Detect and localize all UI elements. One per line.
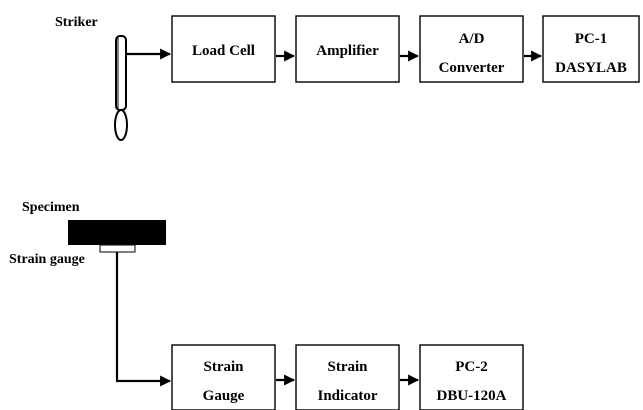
pc1-box: PC-1 DASYLAB bbox=[542, 15, 640, 83]
strain-gauge-patch bbox=[99, 244, 136, 253]
pc2-text-line2: DBU-120A bbox=[437, 388, 507, 404]
strain-indicator-text-line1: Strain bbox=[327, 359, 368, 375]
ad-converter-text-line2: Converter bbox=[439, 60, 505, 76]
strain-indicator-box: Strain Indicator bbox=[295, 344, 400, 410]
pc2-text-line1: PC-2 bbox=[455, 359, 488, 375]
strain-indicator-text-line2: Indicator bbox=[318, 388, 378, 404]
strain-gauge-label: Strain gauge bbox=[9, 252, 85, 267]
strain-gauge-box-text-line2: Gauge bbox=[203, 388, 245, 404]
pc2-box: PC-2 DBU-120A bbox=[419, 344, 524, 410]
specimen-bar bbox=[68, 220, 166, 245]
striker-icon bbox=[114, 35, 128, 141]
specimen-label: Specimen bbox=[22, 200, 80, 215]
pc1-text-line1: PC-1 bbox=[575, 31, 608, 47]
ad-converter-text-line1: A/D bbox=[459, 31, 485, 47]
strain-gauge-box: Strain Gauge bbox=[171, 344, 276, 410]
strain-gauge-box-text-line1: Strain bbox=[203, 359, 244, 375]
pc1-text-line2: DASYLAB bbox=[555, 60, 627, 76]
ad-converter-box: A/D Converter bbox=[419, 15, 524, 83]
striker-label: Striker bbox=[55, 15, 98, 30]
load-cell-box: Load Cell bbox=[171, 15, 276, 83]
wire-gauge-to-strain-gauge-box bbox=[115, 252, 172, 387]
amplifier-box: Amplifier bbox=[295, 15, 400, 83]
amplifier-text: Amplifier bbox=[316, 43, 379, 59]
load-cell-text: Load Cell bbox=[192, 43, 255, 59]
